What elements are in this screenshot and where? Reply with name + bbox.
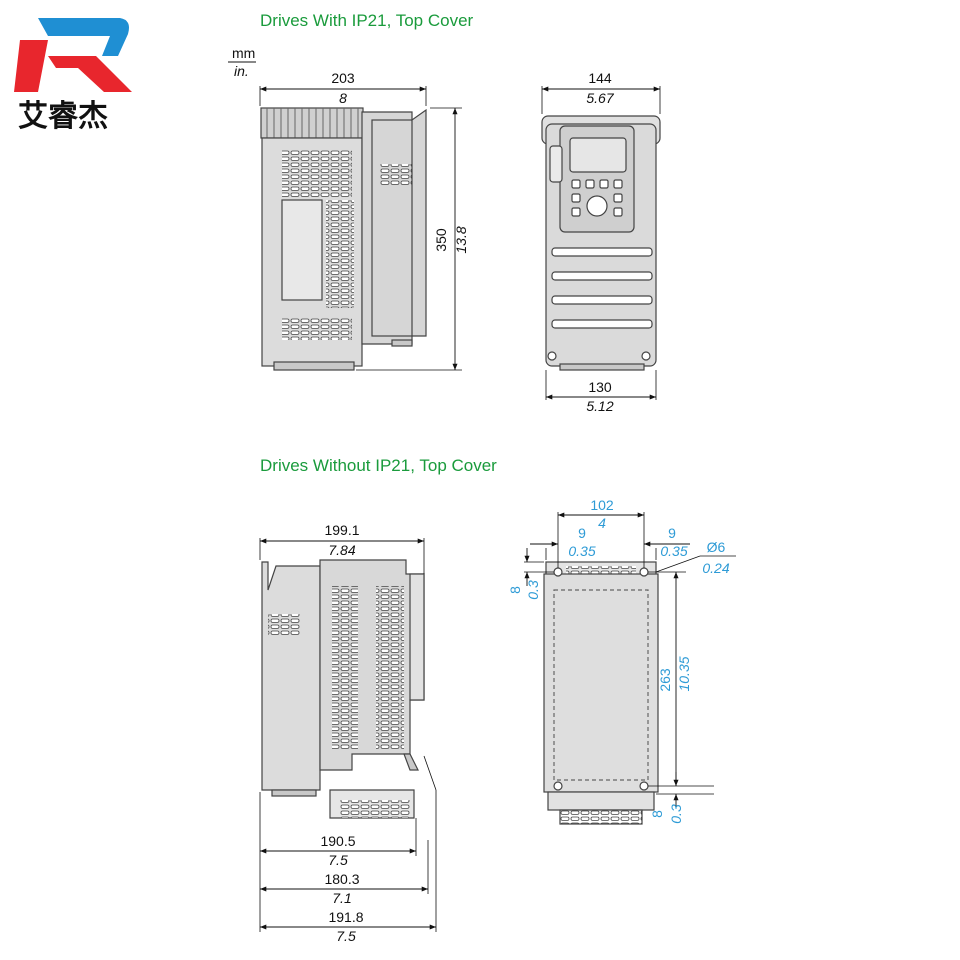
top-front-width-dim: 144 5.67 — [541, 70, 661, 114]
top-front-width-mm: 144 — [588, 70, 612, 86]
mount-top-margin-dim — [524, 548, 554, 586]
top-side-view — [260, 107, 427, 371]
logo-text: 艾睿杰 — [18, 99, 108, 134]
top-front-base-mm: 130 — [588, 379, 612, 395]
logo-blue-shape — [38, 18, 129, 56]
bottom-margin-mm: 8 — [649, 810, 665, 818]
bottom-dim1-in: 7.5 — [328, 852, 348, 868]
bottom-dims-stack — [259, 755, 437, 932]
keypad-display — [569, 137, 627, 173]
right-offset-in: 0.35 — [660, 543, 687, 559]
bottom-dim3-mm: 191.8 — [328, 909, 363, 925]
hole-diameter-in: 0.24 — [702, 560, 729, 576]
left-offset-mm: 9 — [578, 525, 586, 541]
mount-width-in: 4 — [598, 515, 606, 531]
company-logo: 艾睿杰 — [14, 18, 132, 134]
bottom-side-width-mm: 199.1 — [324, 522, 359, 538]
top-front-width-in: 5.67 — [586, 90, 614, 106]
top-side-width-dim: 203 8 — [259, 70, 427, 106]
mount-hole-bottom-right — [639, 781, 649, 791]
units-legend: mm in. — [228, 45, 256, 79]
top-height-in: 13.8 — [453, 226, 469, 253]
mount-hole-top-right — [639, 567, 649, 577]
bottom-side-width-in: 7.84 — [328, 542, 355, 558]
top-side-width-in: 8 — [339, 90, 347, 106]
bottom-margin-in: 0.3 — [668, 804, 684, 824]
top-front-view — [541, 115, 661, 371]
bottom-dim2-in: 7.1 — [332, 890, 351, 906]
mount-hole-bottom-left — [553, 781, 563, 791]
mount-hole-top-left — [553, 567, 563, 577]
bottom-dim2-mm: 180.3 — [324, 871, 359, 887]
right-offset-mm: 9 — [668, 525, 676, 541]
unit-metric: mm — [232, 45, 255, 61]
top-front-base-in: 5.12 — [586, 398, 613, 414]
jog-dial — [586, 195, 608, 217]
mount-height-in: 10.35 — [676, 656, 692, 691]
logo-red-shape — [14, 40, 132, 92]
section-top-title: Drives With IP21, Top Cover — [260, 11, 474, 30]
mount-width-mm: 102 — [590, 497, 614, 513]
mount-height-dim — [648, 571, 714, 808]
unit-imperial: in. — [234, 63, 249, 79]
top-side-width-mm: 203 — [331, 70, 355, 86]
left-offset-in: 0.35 — [568, 543, 595, 559]
bottom-dim1-mm: 190.5 — [320, 833, 355, 849]
bottom-dim3-in: 7.5 — [336, 928, 356, 944]
mounting-view — [543, 561, 659, 825]
top-margin-in: 0.3 — [525, 580, 541, 600]
mount-height-mm: 263 — [657, 668, 673, 692]
bottom-side-width-dim: 199.1 7.84 — [259, 522, 425, 574]
section-bottom-title: Drives Without IP21, Top Cover — [260, 456, 497, 475]
mount-width-dim — [530, 512, 736, 573]
top-height-mm: 350 — [433, 228, 449, 252]
hole-diameter-mm: Ø6 — [707, 539, 726, 555]
top-front-base-dim: 130 5.12 — [545, 370, 657, 414]
top-margin-mm: 8 — [507, 586, 523, 594]
top-height-dim: 350 13.8 — [356, 107, 469, 371]
bottom-side-view — [261, 559, 425, 819]
